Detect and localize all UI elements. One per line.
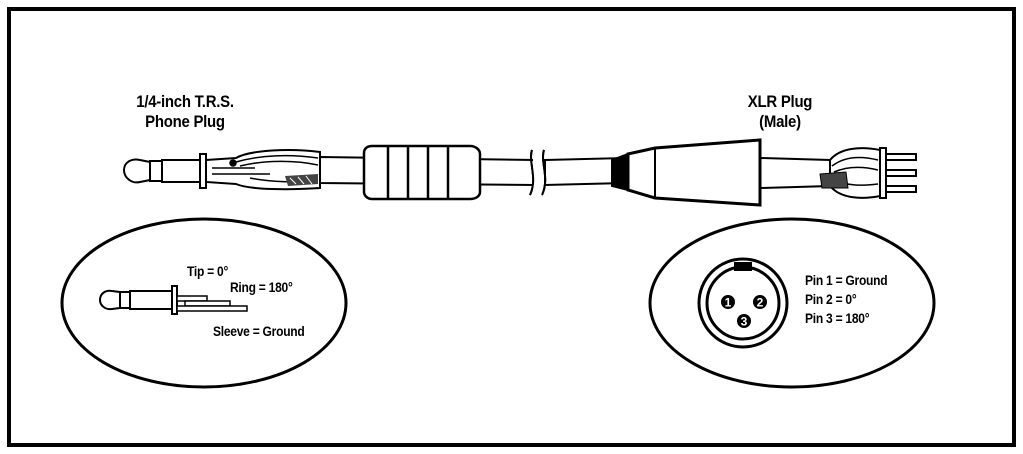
trs-tip-label: Tip = 0°: [187, 263, 229, 279]
trs-sleeve-label: Sleeve = Ground: [213, 323, 305, 339]
xlr-boot: [611, 138, 762, 207]
diagram-frame: [7, 7, 1016, 447]
xlr-pin3-label: Pin 3 = 180°: [805, 310, 870, 326]
trs-plug-detail: [98, 285, 178, 315]
trs-ring: [149, 160, 163, 182]
xlr-socket-face: [697, 257, 789, 349]
xlr-pin-1-number: 1: [725, 296, 732, 310]
xlr-pin1-label: Pin 1 = Ground: [805, 272, 888, 288]
trs-terminal-lugs: [176, 295, 248, 312]
xlr-braid: [819, 171, 849, 189]
xlr-title-line2: (Male): [759, 112, 801, 131]
xlr-callout-ellipse: [648, 217, 936, 389]
trs-sleeve: [161, 159, 201, 183]
trs-tip: [122, 158, 151, 184]
xlr-pin-2-dot: [753, 295, 767, 309]
xlr-pins: [885, 153, 917, 193]
xlr-title: XLR Plug (Male): [718, 92, 841, 132]
xlr-pin-3-dot: [737, 314, 751, 328]
trs-strain-relief: [362, 144, 482, 201]
xlr-pin-dots: 1 23: [721, 295, 767, 329]
trs-title-line2: Phone Plug: [145, 112, 225, 131]
trs-title-line1: 1/4-inch T.R.S.: [136, 92, 234, 111]
xlr-key-notch: [734, 262, 752, 271]
xlr-pin-1-dot: [721, 295, 735, 309]
xlr-pin2-label: Pin 2 = 0°: [805, 291, 857, 307]
trs-ring-label: Ring = 180°: [230, 279, 293, 295]
trs-braid: [285, 174, 318, 186]
trs-title: 1/4-inch T.R.S. Phone Plug: [106, 92, 264, 132]
xlr-title-line1: XLR Plug: [747, 92, 813, 111]
trs-internal-wires: [212, 154, 319, 183]
cable-segment-xlr: [759, 156, 831, 190]
xlr-pin-3-number: 3: [741, 315, 748, 329]
xlr-pin-2-number: 2: [757, 296, 764, 310]
